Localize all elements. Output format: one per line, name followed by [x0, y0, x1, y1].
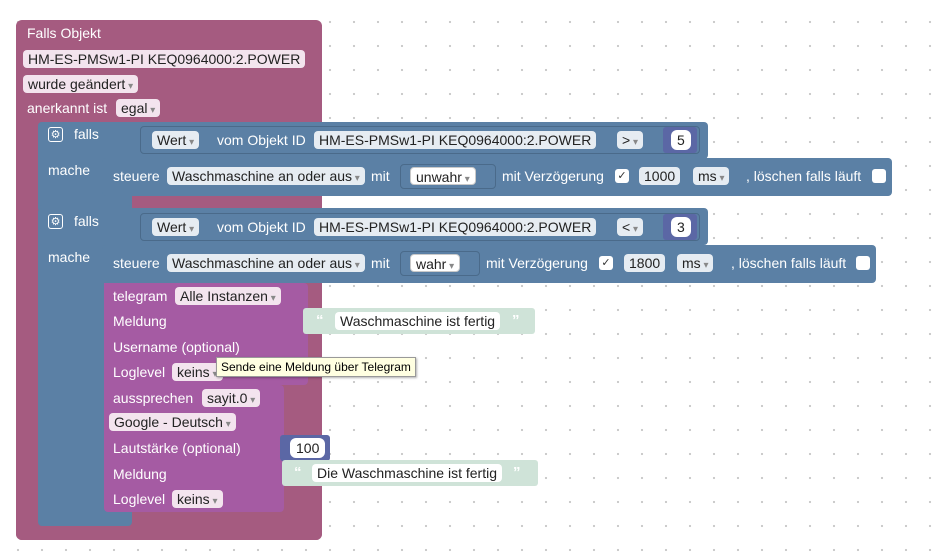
sayit-message-field[interactable]: Die Waschmaschine ist fertig	[312, 464, 502, 482]
trigger-event-dropdown[interactable]: wurde geändert	[23, 75, 139, 93]
control-1-delay-label: mit Verzögerung	[502, 168, 604, 184]
if-1-number-field[interactable]: 5	[671, 130, 691, 150]
close-quote-icon: ”	[512, 312, 520, 329]
gear-icon[interactable]: ⚙	[48, 214, 63, 229]
open-quote-icon: “	[294, 464, 302, 481]
control-2-label: steuere	[113, 255, 160, 271]
telegram-message-field[interactable]: Waschmaschine ist fertig	[335, 312, 501, 330]
control-1-clear-label: , löschen falls läuft	[746, 168, 862, 184]
control-2-mit-label: mit	[371, 255, 390, 271]
if-1-compare-block[interactable]	[140, 126, 700, 154]
control-2-delay-input[interactable]: 1800	[624, 254, 666, 272]
trigger-ack-label: anerkannt ist	[27, 100, 108, 116]
control-1-delay-checkbox[interactable]: ✓	[615, 169, 629, 183]
if-1-object-id-field[interactable]: HM-ES-PMSw1-PI KEQ0964000:2.POWER	[314, 131, 597, 149]
trigger-object-id-field[interactable]: HM-ES-PMSw1-PI KEQ0964000:2.POWER	[23, 50, 306, 68]
control-2-value-dropdown[interactable]: wahr	[410, 254, 461, 272]
control-1-value-dropdown[interactable]: unwahr	[410, 167, 476, 185]
control-1-mit-label: mit	[371, 168, 390, 184]
trigger-title: Falls Objekt	[27, 25, 101, 41]
if-1-value-dropdown[interactable]: Wert	[152, 131, 200, 149]
control-2-unit-dropdown[interactable]: ms	[677, 254, 714, 272]
if-2-mache-label: mache	[48, 249, 91, 265]
if-2-value-dropdown[interactable]: Wert	[152, 218, 200, 236]
telegram-instance-dropdown[interactable]: Alle Instanzen	[175, 287, 281, 305]
control-2-target-dropdown[interactable]: Waschmaschine an oder aus	[167, 254, 365, 272]
if-block-1-bottom	[38, 196, 132, 206]
trigger-ack-dropdown[interactable]: egal	[116, 99, 161, 117]
if-1-falls-label: falls	[74, 126, 99, 142]
if-2-object-label: vom Objekt ID	[217, 219, 306, 235]
telegram-label: telegram	[113, 288, 168, 304]
sayit-language-dropdown[interactable]: Google - Deutsch	[109, 413, 236, 431]
if-1-object-label: vom Objekt ID	[217, 132, 306, 148]
sayit-loglevel-label: Loglevel	[113, 491, 166, 507]
sayit-loglevel-dropdown[interactable]: keins	[172, 490, 223, 508]
control-1-label: steuere	[113, 168, 160, 184]
control-2-delay-checkbox[interactable]: ✓	[599, 256, 613, 270]
sayit-label: aussprechen	[113, 390, 194, 406]
gear-icon[interactable]: ⚙	[48, 127, 63, 142]
control-1-clear-checkbox[interactable]	[872, 169, 886, 183]
trigger-bottom-bar	[16, 526, 322, 540]
control-2-delay-label: mit Verzögerung	[486, 255, 588, 271]
if-2-operator-dropdown[interactable]: <	[617, 218, 643, 236]
sayit-instance-dropdown[interactable]: sayit.0	[202, 389, 261, 407]
open-quote-icon: “	[316, 312, 324, 329]
control-2-clear-label: , löschen falls läuft	[731, 255, 847, 271]
if-1-mache-label: mache	[48, 162, 91, 178]
control-1-unit-dropdown[interactable]: ms	[693, 167, 730, 185]
sayit-message-label: Meldung	[113, 466, 167, 482]
telegram-loglevel-label: Loglevel	[113, 364, 166, 380]
telegram-message-label: Meldung	[113, 313, 167, 329]
sayit-volume-label: Lautstärke (optional)	[113, 440, 241, 456]
control-2-clear-checkbox[interactable]	[856, 256, 870, 270]
telegram-loglevel-dropdown[interactable]: keins	[172, 363, 223, 381]
telegram-tooltip: Sende eine Meldung über Telegram	[216, 357, 416, 377]
if-1-operator-dropdown[interactable]: >	[617, 131, 643, 149]
if-2-object-id-field[interactable]: HM-ES-PMSw1-PI KEQ0964000:2.POWER	[314, 218, 597, 236]
telegram-username-label: Username (optional)	[113, 339, 240, 355]
if-2-falls-label: falls	[74, 213, 99, 229]
control-1-target-dropdown[interactable]: Waschmaschine an oder aus	[167, 167, 365, 185]
close-quote-icon: ”	[513, 464, 521, 481]
control-1-delay-input[interactable]: 1000	[639, 167, 681, 185]
sayit-volume-field[interactable]: 100	[290, 438, 326, 458]
if-2-number-field[interactable]: 3	[671, 217, 691, 237]
